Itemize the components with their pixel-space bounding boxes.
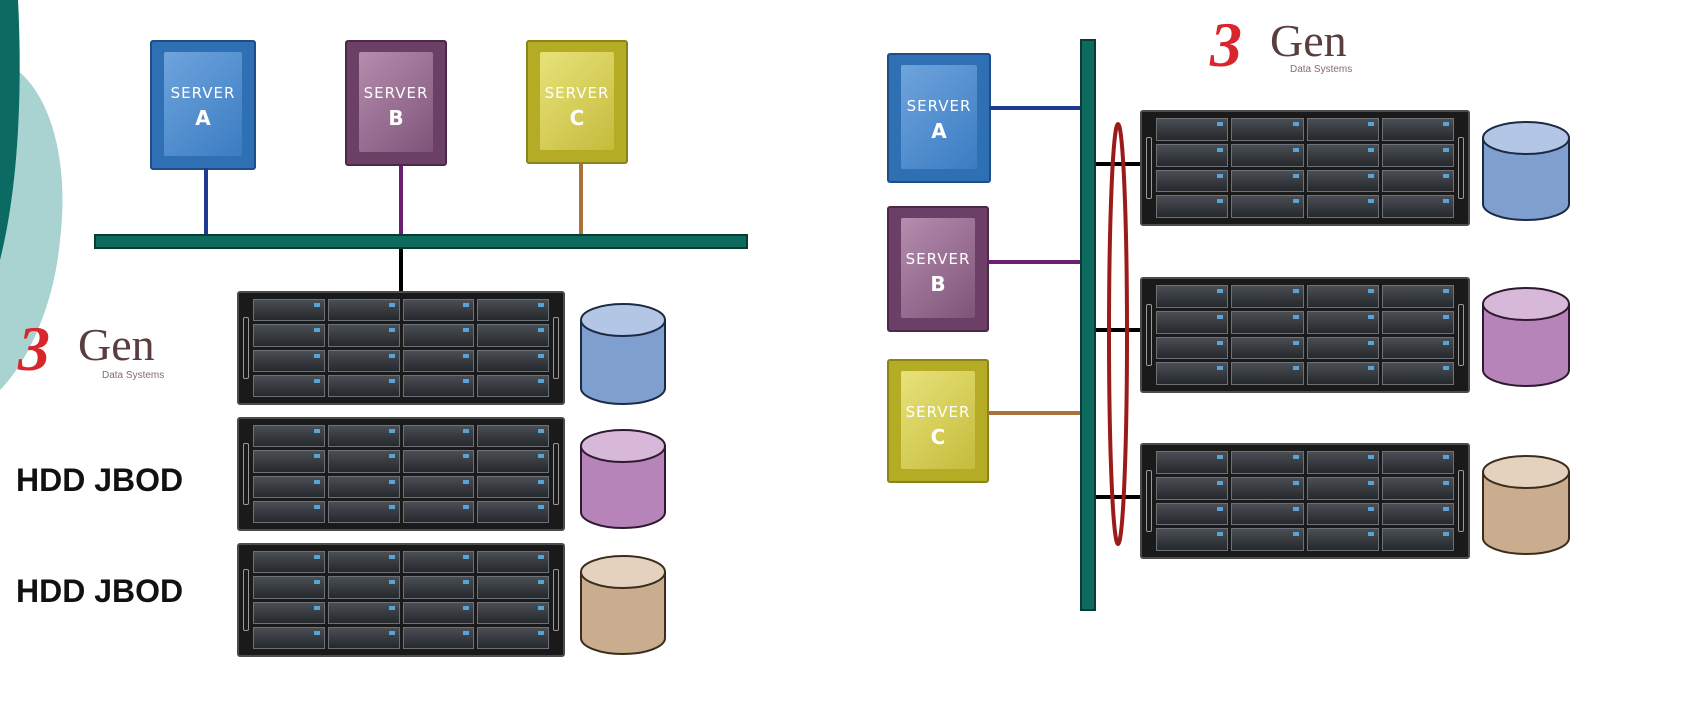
3gen-logo-left: 3 Gen Data Systems bbox=[10, 312, 200, 392]
logo-name: Gen bbox=[1270, 15, 1347, 66]
link-storage-2 bbox=[1096, 328, 1140, 332]
network-bus-left bbox=[94, 234, 748, 249]
disk-cylinder-blue bbox=[1482, 121, 1570, 221]
server-letter: B bbox=[930, 272, 946, 296]
jbod-enclosure-1 bbox=[1140, 110, 1470, 226]
server-c-right: SERVER C bbox=[887, 359, 989, 483]
link-storage-1 bbox=[1096, 162, 1140, 166]
server-label: SERVER bbox=[363, 84, 429, 102]
link-storage-3 bbox=[1096, 495, 1140, 499]
logo-subtitle: Data Systems bbox=[102, 370, 165, 381]
server-label: SERVER bbox=[905, 403, 971, 421]
jbod-enclosure-1 bbox=[237, 291, 565, 405]
disk-cylinder-purple bbox=[580, 429, 666, 529]
link-server-b bbox=[987, 260, 1081, 264]
link-server-c bbox=[987, 411, 1081, 415]
logo-mark: 3 bbox=[1210, 9, 1242, 80]
server-letter: C bbox=[569, 106, 585, 130]
logo-name: Gen bbox=[78, 319, 155, 370]
logo-mark: 3 bbox=[18, 313, 50, 384]
server-label: SERVER bbox=[544, 84, 610, 102]
server-c-left: SERVER C bbox=[526, 40, 628, 164]
server-b-left: SERVER B bbox=[345, 40, 447, 166]
jbod-enclosure-3 bbox=[237, 543, 565, 657]
disk-cylinder-tan bbox=[580, 555, 666, 655]
link-storage bbox=[399, 249, 403, 291]
disk-cylinder-blue bbox=[580, 303, 666, 405]
server-letter: A bbox=[195, 106, 211, 130]
server-letter: B bbox=[388, 106, 404, 130]
jbod-label-2: HDD JBOD bbox=[16, 573, 184, 609]
decorative-corner-shape bbox=[0, 0, 63, 390]
server-label: SERVER bbox=[170, 84, 236, 102]
disk-cylinder-tan bbox=[1482, 455, 1570, 555]
server-b-right: SERVER B bbox=[887, 206, 989, 332]
server-letter: C bbox=[930, 425, 946, 449]
jbod-enclosure-3 bbox=[1140, 443, 1470, 559]
link-server-a bbox=[204, 168, 208, 234]
jbod-label-1: HDD JBOD bbox=[16, 462, 184, 498]
jbod-enclosure-2 bbox=[237, 417, 565, 531]
network-bus-right bbox=[1080, 39, 1096, 611]
3gen-logo-right: 3 Gen Data Systems bbox=[1206, 8, 1396, 88]
server-label: SERVER bbox=[906, 97, 972, 115]
server-label: SERVER bbox=[905, 250, 971, 268]
link-server-c bbox=[579, 164, 583, 234]
server-letter: A bbox=[931, 119, 947, 143]
logo-subtitle: Data Systems bbox=[1290, 64, 1353, 75]
link-server-b bbox=[399, 166, 403, 234]
jbod-enclosure-2 bbox=[1140, 277, 1470, 393]
redundancy-loop bbox=[1107, 122, 1129, 546]
link-server-a bbox=[989, 106, 1081, 110]
server-a-right: SERVER A bbox=[887, 53, 991, 183]
server-a-left: SERVER A bbox=[150, 40, 256, 170]
disk-cylinder-purple bbox=[1482, 287, 1570, 387]
